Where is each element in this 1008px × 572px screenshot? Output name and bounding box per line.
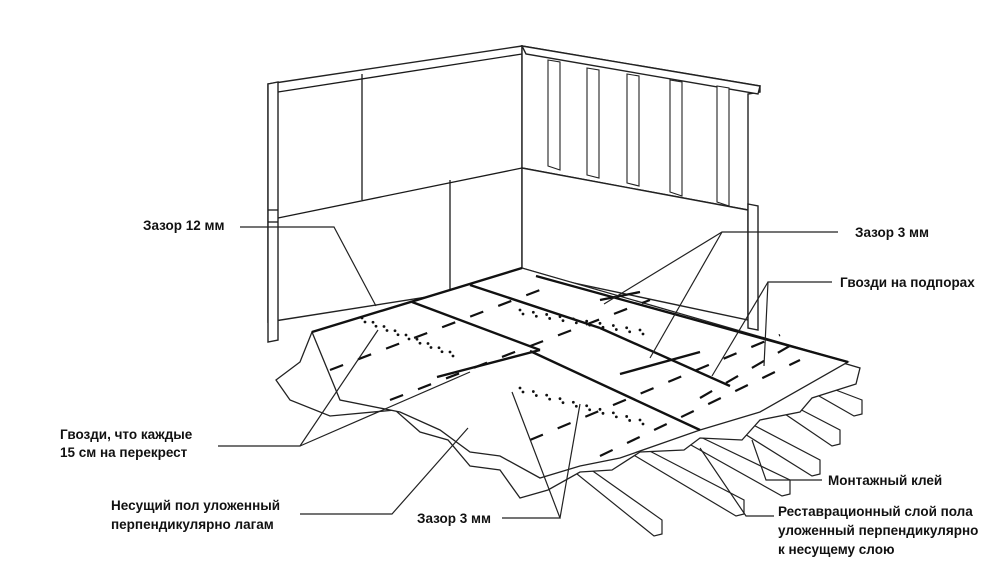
nail-dot [561, 319, 565, 323]
label-subfloor-line2: перпендикулярно лагам [111, 517, 274, 532]
nail-dot [385, 329, 389, 332]
nail-dot [548, 397, 552, 401]
nail-dot [598, 321, 602, 325]
nail-dot [374, 324, 378, 328]
leader-subfloor [300, 427, 469, 515]
right-wall-edge [747, 203, 759, 331]
nail-dot [382, 325, 386, 328]
label-nails-on-supports: Гвозди на подпорах [840, 275, 975, 290]
nail-dot [407, 337, 411, 341]
nail-dot [371, 320, 375, 324]
nail-dot [518, 386, 522, 390]
label-gap-3mm-bottom: Зазор 3 мм [417, 511, 491, 526]
leader-underlayment [699, 447, 774, 517]
wall-stud [586, 67, 600, 179]
nail-dot [625, 326, 629, 330]
label-gap-12mm: Зазор 12 мм [143, 218, 225, 233]
nail-dot [521, 312, 525, 316]
nail-dot [601, 325, 605, 329]
nail-dot [611, 324, 615, 327]
nail-dot [418, 341, 422, 345]
nail-dot [628, 330, 632, 334]
nail-dot [521, 390, 525, 394]
leader-lines [218, 226, 838, 519]
nail-dot [625, 415, 629, 418]
nail-dot [534, 394, 538, 397]
nail-dot [545, 313, 549, 316]
nail-dot [585, 404, 589, 408]
nail-dot [545, 393, 549, 397]
label-underlayment-line3: к несущему слою [778, 542, 895, 557]
nail-dot [571, 317, 575, 321]
wall-stud [669, 79, 683, 197]
nail-dot [641, 332, 645, 336]
nail-dot [558, 315, 562, 319]
nail-dot [638, 418, 642, 422]
label-underlayment-line1: Реставрационный слой пола [778, 504, 973, 519]
nail-dot [518, 308, 522, 312]
nail-dot [574, 321, 578, 325]
nail-dot [598, 407, 602, 411]
left-wall-horizontal-seam [277, 167, 523, 219]
left-wall-top-plate [277, 53, 523, 93]
label-underlayment-line2: уложенный перпендикулярно [778, 523, 979, 538]
nail-dot [588, 323, 592, 327]
nail-dot [585, 319, 589, 323]
floor-assembly [275, 266, 861, 499]
nail-dot [548, 317, 552, 320]
label-gap-3mm-top: Зазор 3 мм [855, 225, 929, 240]
leader-gap-3mm-top-b [649, 231, 723, 359]
nail-dot [429, 346, 433, 349]
nail-dot [628, 419, 632, 422]
nail-dot [558, 397, 562, 401]
leader-nails-supports-b [711, 281, 769, 377]
nail-dot [571, 400, 575, 404]
nail-dot [638, 328, 642, 332]
nail-dot [393, 329, 397, 333]
nail-dot [611, 411, 615, 415]
right-wall [520, 45, 761, 331]
label-mounting-glue: Монтажный клей [828, 473, 943, 488]
label-nails-every-15cm-line2: 15 см на перекрест [60, 445, 188, 460]
wall-stud [716, 85, 730, 207]
nail-dot [360, 316, 364, 320]
nail-dot [415, 337, 419, 341]
nail-dot [561, 401, 565, 405]
nail-dot [531, 390, 535, 393]
nail-dot [614, 415, 618, 419]
right-wall-top-plate [520, 45, 761, 95]
nail-dot [426, 342, 430, 345]
nail-dot [448, 350, 452, 354]
label-nails-every-15cm-line1: Гвозди, что каждые [60, 427, 193, 442]
label-subfloor-line1: Несущий пол уложенный [111, 498, 281, 513]
floor-back-edge [311, 266, 523, 334]
floor-joist [571, 461, 663, 537]
floor-joists [571, 383, 863, 537]
nail-dot [534, 314, 538, 318]
nail-dot [404, 333, 408, 337]
nail-dot [641, 422, 645, 426]
nail-dot [437, 346, 441, 350]
nail-dot [614, 328, 618, 331]
nail-dot [451, 354, 455, 358]
nail-dot [601, 411, 605, 415]
nail-dot [574, 404, 578, 408]
nail-pattern [360, 308, 645, 426]
nail-dot [531, 310, 535, 314]
leader-gap-12mm [240, 226, 377, 307]
wall-stud [547, 59, 561, 171]
nail-dot [396, 333, 400, 337]
nail-dot [363, 320, 367, 324]
left-wall-edge [267, 81, 279, 343]
wall-stud [626, 73, 640, 187]
leader-mounting-glue [751, 439, 822, 481]
nail-dot [588, 408, 592, 412]
nail-dot [440, 350, 444, 354]
